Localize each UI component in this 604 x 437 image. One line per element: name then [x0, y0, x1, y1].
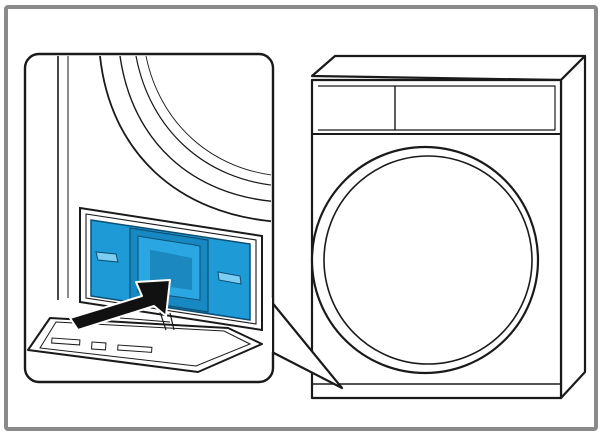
flap-clips: [159, 311, 175, 331]
dryer-top: [310, 54, 587, 82]
inset-pointer-mask: [262, 298, 272, 352]
right-lever: [217, 271, 242, 285]
flap-slot-2: [117, 344, 153, 353]
maintenance-flap: [27, 317, 263, 373]
dryer-door-inner: [323, 155, 533, 365]
flap-hinge: [119, 317, 171, 323]
tumble-dryer-icon: [310, 54, 587, 400]
dryer-side: [559, 54, 587, 400]
inset-door-arc-inner: [135, 56, 271, 187]
maintenance-flap-inner: [39, 321, 252, 367]
flap-latch: [90, 341, 107, 351]
left-lever: [95, 251, 119, 263]
cover-bottom-edge: [90, 295, 251, 321]
flap-slot-1: [51, 337, 81, 346]
inset-contents: [27, 56, 271, 373]
push-arrow-icon: [69, 279, 171, 331]
inset-door-arc-inner2: [145, 56, 271, 177]
magnifier-inset-icon: [23, 52, 344, 390]
inset-door-arc-mid: [119, 56, 271, 203]
inset-door-arc-outer: [99, 56, 271, 223]
inset-pointer: [267, 299, 344, 390]
control-panel-inset: [318, 85, 556, 131]
